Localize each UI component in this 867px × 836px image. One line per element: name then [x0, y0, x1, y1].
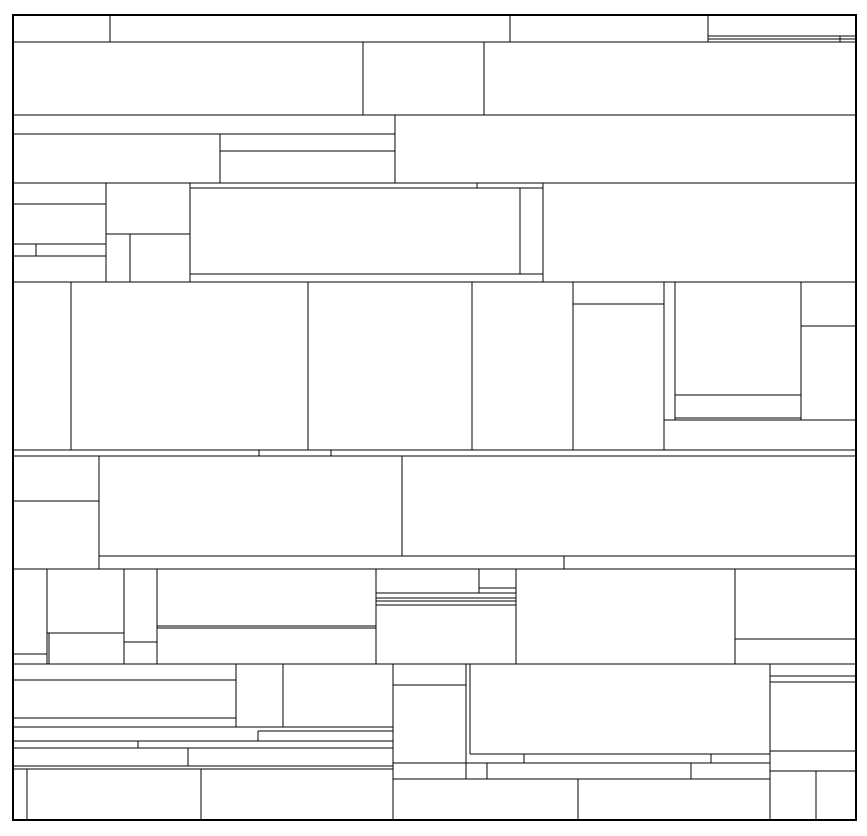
- outer-border: [12, 14, 857, 821]
- diagram-lines: [13, 15, 856, 820]
